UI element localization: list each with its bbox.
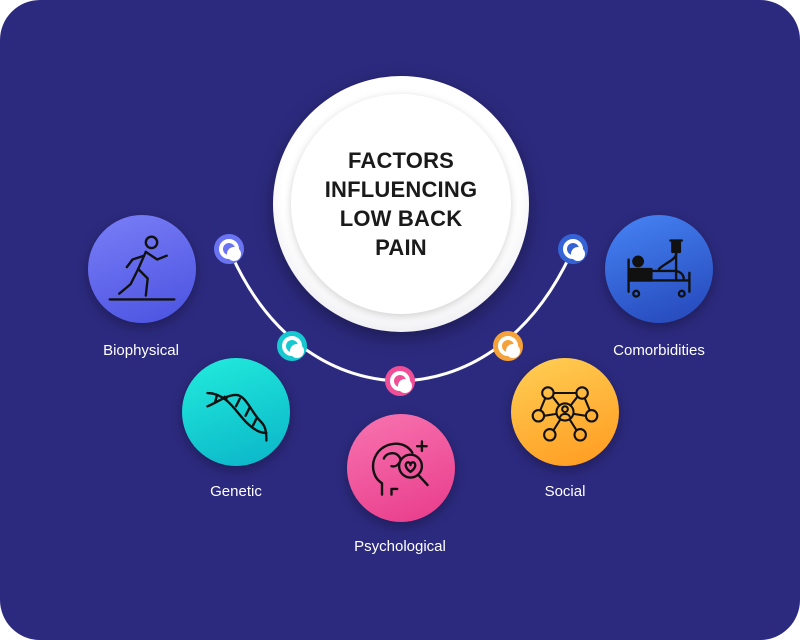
running-person-icon	[108, 235, 176, 301]
label-psychological: Psychological	[354, 538, 446, 555]
hospital-bed-icon	[627, 239, 691, 298]
people-network-icon	[531, 386, 599, 442]
center-circle: FACTORS INFLUENCING LOW BACK PAIN	[273, 76, 529, 332]
label-genetic: Genetic	[210, 483, 262, 500]
node-genetic	[277, 331, 307, 361]
node-psychological	[385, 366, 415, 396]
node-comorbidities	[558, 234, 588, 264]
dna-icon	[206, 391, 268, 442]
head-brain-icon	[371, 440, 429, 496]
diagram-title: FACTORS INFLUENCING LOW BACK PAIN	[324, 148, 478, 260]
label-biophysical: Biophysical	[103, 342, 179, 359]
label-social: Social	[544, 483, 586, 500]
node-social	[493, 331, 523, 361]
factor-psychological	[347, 414, 455, 522]
factor-biophysical	[88, 215, 196, 323]
factor-genetic	[182, 358, 290, 466]
factor-comorbidities	[605, 215, 713, 323]
factor-social	[511, 358, 619, 466]
node-biophysical	[214, 234, 244, 264]
label-comorbidities: Comorbidities	[613, 342, 705, 359]
